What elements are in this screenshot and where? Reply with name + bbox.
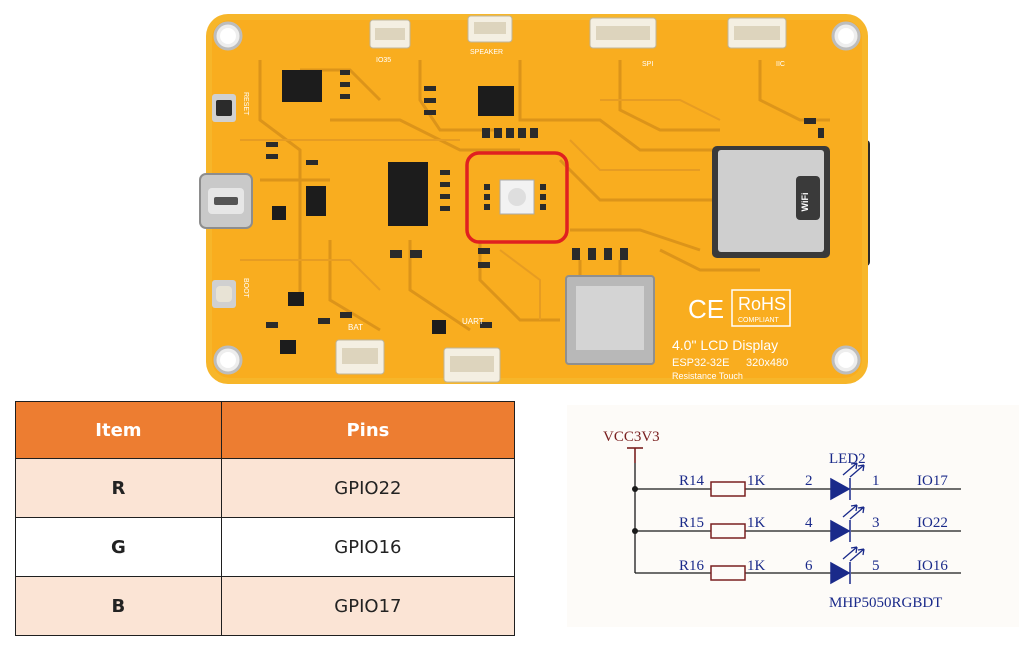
pcb-board-photo: IO35 SPEAKER SPI IIC [199, 14, 870, 384]
reset-label: RESET [242, 92, 249, 116]
speaker-label: SPEAKER [470, 49, 503, 56]
table-cell-item: R [15, 458, 222, 518]
net-label: IO22 [917, 515, 948, 531]
led-pin-left: 4 [805, 515, 813, 531]
resistor-value: 1K [747, 473, 766, 489]
table-header-row: Item Pins [15, 401, 516, 459]
resistor-name: R14 [679, 473, 705, 489]
rgb-led-highlight [465, 151, 569, 244]
ce-mark: CE [688, 294, 724, 324]
led-diode-symbols [830, 477, 851, 585]
table-cell-pin: GPIO22 [220, 458, 516, 518]
rohs-mark: RoHS [738, 294, 786, 314]
iic-label: IIC [776, 61, 785, 68]
spi-label: SPI [642, 61, 653, 68]
rohs-compliant: COMPLIANT [738, 317, 780, 324]
lcd-resolution: 320x480 [746, 357, 788, 369]
top-connectors [369, 15, 787, 49]
smd-passives [266, 70, 824, 328]
wifi-logo: WiFi [800, 193, 810, 212]
led-emission-arrows [842, 462, 865, 562]
rgb-led [484, 179, 546, 215]
table-row: R GPIO22 [15, 458, 516, 518]
led-pin-right: 1 [872, 473, 880, 489]
part-label: MHP5050RGBDT [829, 595, 942, 611]
table-cell-item: B [15, 576, 222, 636]
resistor-name: R16 [679, 558, 705, 574]
net-label: IO17 [917, 473, 948, 489]
table-cell-item: G [15, 517, 222, 577]
boot-button [212, 280, 236, 308]
led-schematic: VCC3V3 LED2 MHP5050RGBDT R14 1K 2 1 IO17… [567, 405, 1019, 627]
led-label: LED2 [829, 451, 866, 467]
resistor-symbols [710, 481, 746, 581]
boot-label: BOOT [242, 278, 249, 299]
reset-button [212, 94, 236, 122]
io35-label: IO35 [376, 57, 391, 64]
bottom-connectors [335, 339, 501, 383]
esp32-module [712, 146, 830, 258]
supply-symbol [627, 447, 643, 463]
net-label: IO16 [917, 558, 948, 574]
table-row: B GPIO17 [15, 576, 516, 636]
lcd-touch: Resistance Touch [672, 371, 743, 381]
resistor-value: 1K [747, 558, 766, 574]
mounting-holes [213, 21, 861, 375]
junction-dots [632, 486, 638, 534]
rgb-pin-table: Item Pins R GPIO22 G GPIO16 B GPIO17 [15, 401, 516, 636]
bat-label: BAT [348, 323, 363, 332]
table-header-item: Item [15, 401, 222, 459]
schematic-wires [634, 463, 961, 574]
led-pin-left: 2 [805, 473, 813, 489]
lcd-title: 4.0" LCD Display [672, 337, 778, 353]
resistor-value: 1K [747, 515, 766, 531]
uart-label: UART [462, 317, 484, 326]
table-cell-pin: GPIO17 [220, 576, 516, 636]
lcd-model: ESP32-32E [672, 357, 729, 369]
led-pin-right: 3 [872, 515, 880, 531]
vcc-label: VCC3V3 [603, 429, 660, 445]
resistor-name: R15 [679, 515, 704, 531]
sd-card-slot [565, 275, 655, 365]
led-pin-left: 6 [805, 558, 813, 574]
led-pin-right: 5 [872, 558, 880, 574]
usb-c-port [199, 173, 253, 229]
ic-chips [272, 70, 514, 354]
table-header-pins: Pins [220, 401, 516, 459]
table-row: G GPIO16 [15, 517, 516, 577]
table-cell-pin: GPIO16 [220, 517, 516, 577]
